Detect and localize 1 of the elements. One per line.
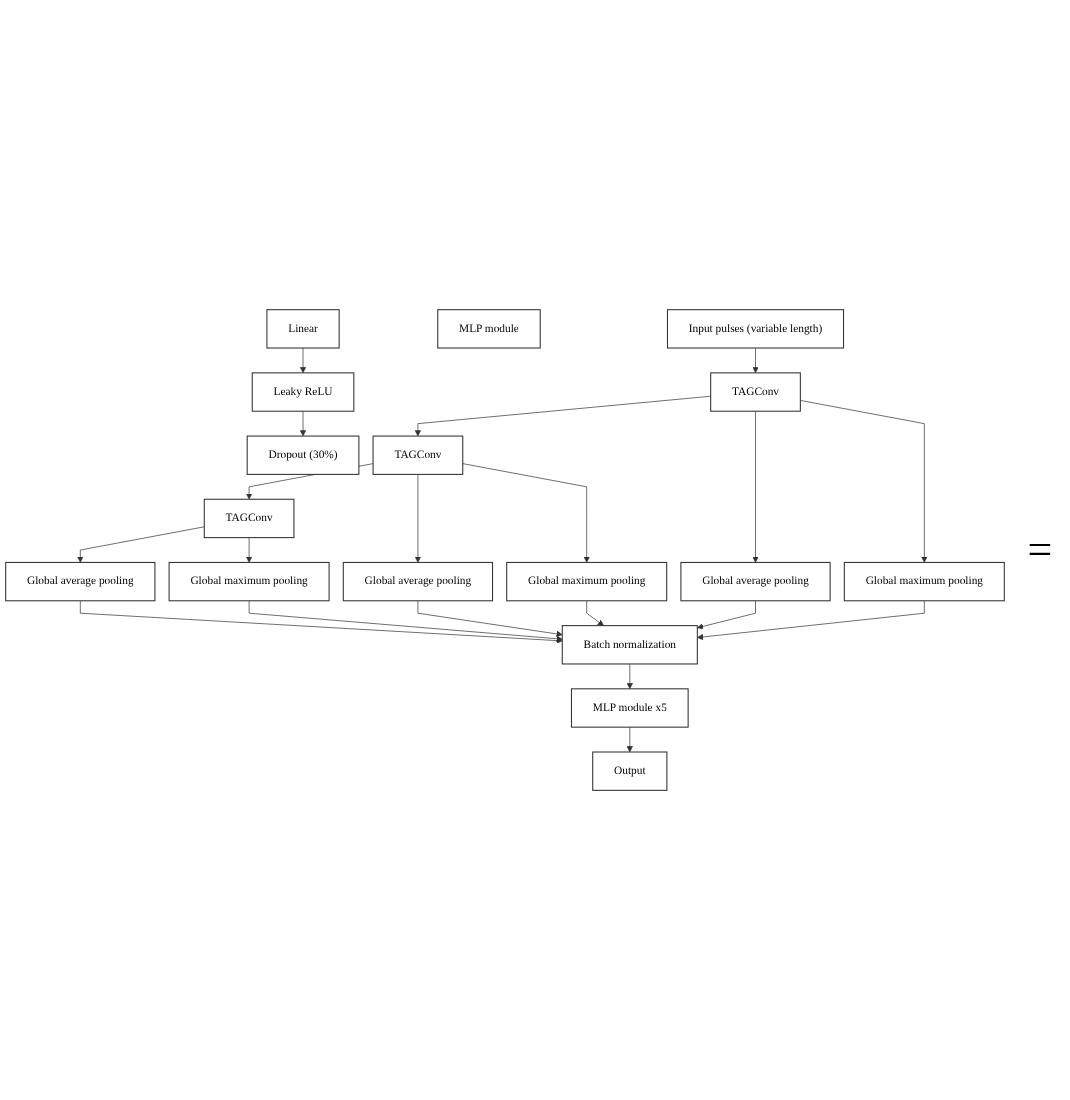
equals-sign: = [1025,524,1055,576]
